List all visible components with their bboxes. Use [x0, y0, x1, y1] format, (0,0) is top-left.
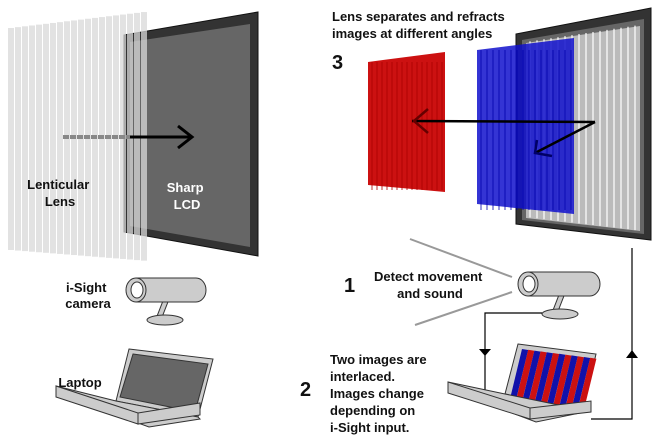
step3-number: 3	[332, 52, 343, 74]
interlace-stripe	[571, 357, 591, 412]
isight-camera-icon	[125, 277, 207, 326]
camera-label: i-Sight camera	[65, 280, 111, 311]
lens-strip	[8, 28, 14, 250]
sensing-cone	[409, 238, 513, 326]
lens-strip	[50, 22, 56, 254]
lens-strip	[57, 22, 63, 254]
sharp-lcd	[123, 11, 259, 257]
lens-strip	[36, 24, 42, 253]
lens-strip	[43, 23, 49, 253]
interlace-stripe	[509, 349, 529, 404]
lcd-label: Sharp LCD	[167, 180, 207, 212]
step2-text: Two images are interlaced. Images change…	[330, 352, 430, 435]
interlace-stripe	[521, 350, 541, 406]
step1-text: Detect movement and sound	[374, 269, 486, 301]
interlace-stripe	[533, 352, 553, 408]
interlaced-laptop-icon	[447, 343, 597, 423]
refraction-arrows	[411, 108, 596, 158]
step2-number: 2	[300, 379, 311, 401]
red-image	[368, 52, 445, 192]
connector-lines	[479, 248, 638, 420]
interlace-stripe	[515, 349, 535, 405]
interlace-stripe	[546, 353, 566, 409]
interlace-stripe	[564, 356, 584, 412]
lens-label: Lenticular Lens	[27, 177, 93, 209]
interlace-stripe	[540, 353, 560, 408]
light-arrow	[63, 124, 195, 150]
laptop-icon	[55, 348, 214, 428]
interlace-stripe	[552, 354, 572, 410]
right-camera-icon	[517, 271, 601, 320]
step3-text: Lens separates and refracts images at di…	[332, 9, 508, 41]
lens-strip	[15, 27, 21, 251]
step1-number: 1	[344, 275, 355, 297]
interlace-stripe	[577, 357, 597, 413]
lens-strip	[29, 25, 35, 252]
interlace-stripe	[527, 351, 547, 407]
interlace-stripe	[558, 355, 578, 411]
laptop-label: Laptop	[58, 375, 101, 390]
lens-strip	[22, 26, 28, 252]
blue-image	[477, 38, 574, 214]
